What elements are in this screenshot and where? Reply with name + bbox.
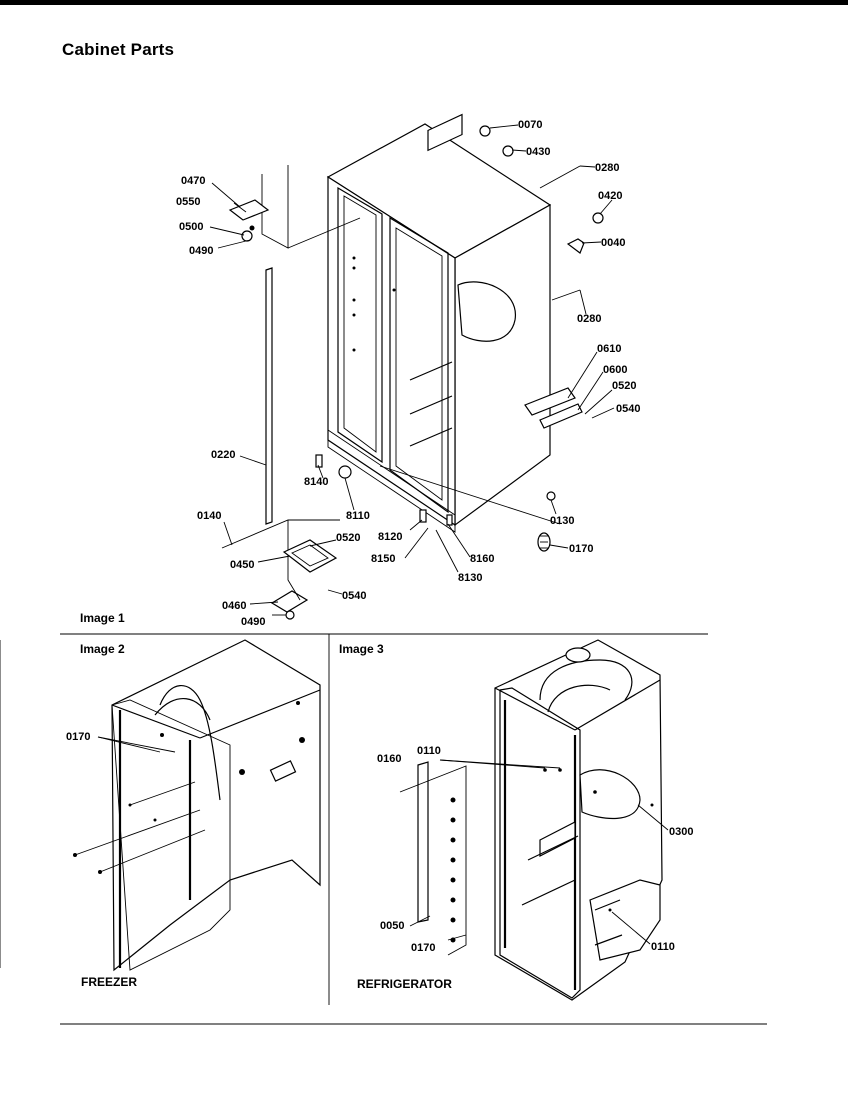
callout-0110-top: 0110: [417, 745, 441, 757]
callout-8140: 8140: [304, 476, 328, 488]
callout-0160: 0160: [377, 753, 401, 765]
callout-0170: 0170: [569, 543, 593, 555]
callout-8110: 8110: [346, 510, 370, 522]
callout-0420: 0420: [598, 190, 622, 202]
callout-0170-freezer: 0170: [66, 731, 90, 743]
panel-label-image-1: Image 1: [80, 611, 125, 625]
callout-0520-bottom: 0520: [336, 532, 360, 544]
callout-0050: 0050: [380, 920, 404, 932]
freezer-opening: [337, 186, 383, 464]
callouts-image-1: 0070 0430 0280 0420 0040 0280 0610 0600 …: [176, 119, 640, 628]
bracket-0600: [539, 403, 583, 429]
callout-0040: 0040: [601, 237, 625, 249]
cabinet-right-side: [454, 203, 551, 527]
callout-8150: 8150: [371, 553, 395, 565]
callout-0220: 0220: [211, 449, 235, 461]
hinge-top: [228, 199, 270, 221]
cabinet-cutaway: [457, 281, 516, 342]
callout-0130: 0130: [550, 515, 574, 527]
callout-0460: 0460: [222, 600, 246, 612]
callout-8120: 8120: [378, 531, 402, 543]
callout-0550: 0550: [176, 196, 200, 208]
callout-0600: 0600: [603, 364, 627, 376]
callout-0170-fridge: 0170: [411, 942, 435, 954]
bracket-0450: [282, 539, 338, 573]
callout-0070: 0070: [518, 119, 542, 131]
callouts-image-2: 0170: [66, 731, 90, 743]
callout-0450: 0450: [230, 559, 254, 571]
panel-label-image-2: Image 2: [80, 642, 125, 656]
callout-0490-bottom: 0490: [241, 616, 265, 628]
callout-8130: 8130: [458, 572, 482, 584]
freezer-cabinet-outline: [111, 639, 321, 972]
callout-0280-side: 0280: [577, 313, 601, 325]
callout-0520-right: 0520: [612, 380, 636, 392]
bracket-0610: [524, 387, 576, 416]
top-border-bar: [0, 0, 848, 5]
trim-strip-0160: [417, 761, 429, 923]
hinge-bushing: [241, 230, 253, 242]
image-2-freezer: [73, 639, 321, 972]
callout-0540-right: 0540: [616, 403, 640, 415]
callout-0110-bottom: 0110: [651, 941, 675, 953]
page-title: Cabinet Parts: [62, 40, 175, 59]
callout-0610: 0610: [597, 343, 621, 355]
callout-0300: 0300: [669, 826, 693, 838]
callout-0140: 0140: [197, 510, 221, 522]
image-1-cabinet: [209, 113, 615, 620]
callout-8160: 8160: [470, 553, 494, 565]
callout-0470: 0470: [181, 175, 205, 187]
caption-freezer: FREEZER: [81, 975, 138, 989]
callout-0490-top: 0490: [189, 245, 213, 257]
callout-0500: 0500: [179, 221, 203, 233]
panel-label-image-3: Image 3: [339, 642, 384, 656]
caption-refrigerator: REFRIGERATOR: [357, 977, 452, 991]
fresh-food-opening: [389, 216, 449, 514]
hinge-bottom: [270, 590, 309, 613]
callout-0430: 0430: [526, 146, 550, 158]
callouts-image-3: 0160 0110 0300 0050 0170 0110: [377, 745, 693, 954]
trim-strip: [265, 267, 273, 525]
callout-0280-top: 0280: [595, 162, 619, 174]
callout-0540-bottom: 0540: [342, 590, 366, 602]
image-3-refrigerator: [399, 639, 669, 1001]
